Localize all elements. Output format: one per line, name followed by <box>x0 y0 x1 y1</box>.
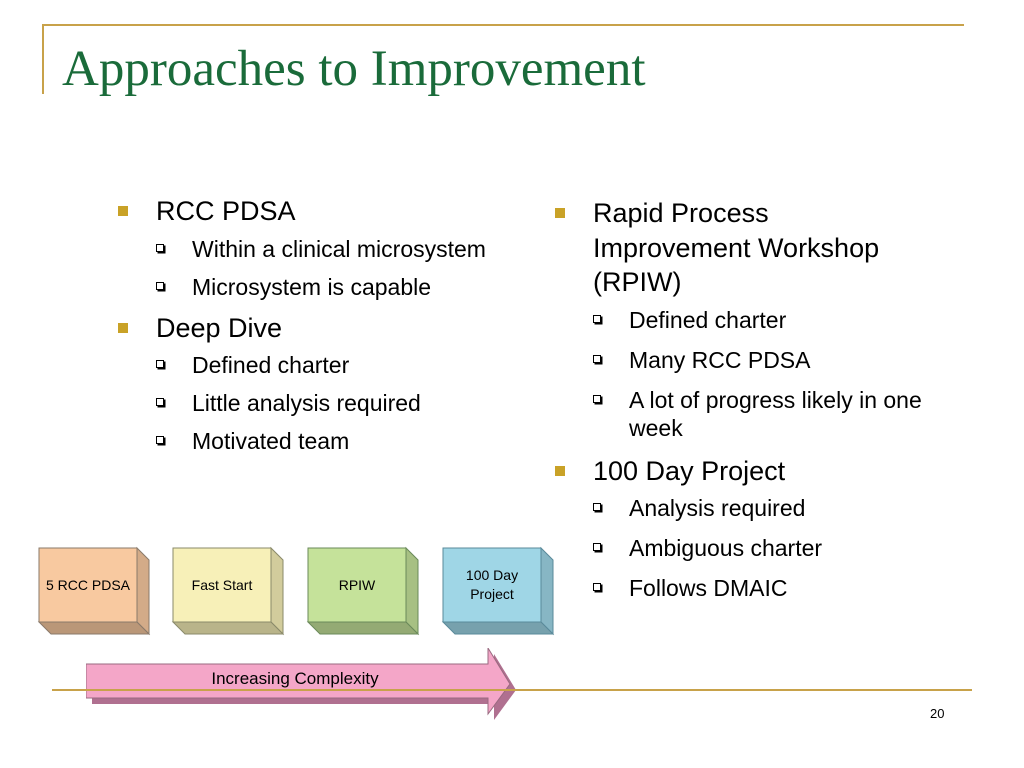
sub-bullet-item: Defined charter <box>555 306 955 334</box>
sub-bullet-item: A lot of progress likely in one week <box>555 386 949 442</box>
sub-bullet-label: Ambiguous charter <box>629 535 823 562</box>
sub-bullet-item: Microsystem is capable <box>118 273 518 301</box>
hollow-square-bullet-icon <box>156 243 164 252</box>
slide-title: Approaches to Improvement <box>62 41 646 97</box>
sub-bullet-label: Little analysis required <box>192 390 421 417</box>
bullet-item: Deep Dive <box>118 311 518 346</box>
hollow-square-bullet-icon <box>156 398 164 407</box>
approach-box-label: RPIW <box>338 576 376 593</box>
hollow-square-bullet-icon <box>593 543 601 552</box>
hollow-square-bullet-icon <box>593 354 601 363</box>
hollow-square-bullet-icon <box>156 281 164 290</box>
sub-bullet-label: Defined charter <box>629 306 787 333</box>
sub-bullet-item: Analysis required <box>555 494 955 522</box>
sub-bullet-label: Microsystem is capable <box>192 273 432 300</box>
sub-bullet-item: Motivated team <box>118 427 518 455</box>
sub-bullet-label: Within a clinical microsystem <box>192 235 486 262</box>
square-bullet-icon <box>118 322 128 333</box>
bullet-item: Rapid Process Improvement Workshop (RPIW… <box>555 196 883 300</box>
bullet-label: RCC PDSA <box>156 196 296 226</box>
left-bullet-column: RCC PDSA Within a clinical microsystem M… <box>118 194 518 455</box>
sub-bullet-item: Many RCC PDSA <box>555 346 955 374</box>
square-bullet-icon <box>118 206 128 216</box>
approach-box-100-day-project: 100 Day Project <box>441 546 555 636</box>
square-bullet-icon <box>555 465 565 476</box>
sub-bullet-item: Follows DMAIC <box>555 574 955 602</box>
bullet-label: Rapid Process Improvement Workshop (RPIW… <box>593 198 880 298</box>
page-number: 20 <box>930 706 945 721</box>
bullet-label: Deep Dive <box>156 312 283 343</box>
approach-box-label: 100 Day Project <box>465 567 519 602</box>
hollow-square-bullet-icon <box>593 583 601 592</box>
sub-bullet-item: Defined charter <box>118 351 518 379</box>
title-frame-left-rule <box>42 24 44 94</box>
sub-bullet-label: Defined charter <box>192 352 350 379</box>
sub-bullet-item: Within a clinical microsystem <box>118 235 518 263</box>
hollow-square-bullet-icon <box>156 360 164 369</box>
square-bullet-icon <box>555 208 565 218</box>
bullet-item: 100 Day Project <box>555 454 955 489</box>
footer-rule <box>52 689 972 691</box>
bullet-item: RCC PDSA <box>118 194 518 229</box>
sub-bullet-label: A lot of progress likely in one week <box>629 386 922 441</box>
hollow-square-bullet-icon <box>593 503 601 512</box>
approach-box-fast-start: Fast Start <box>171 546 285 636</box>
increasing-complexity-arrow-icon <box>86 648 516 720</box>
approach-box-5-rcc-pdsa: 5 RCC PDSA <box>37 546 151 636</box>
approach-box-label: 5 RCC PDSA <box>45 576 131 593</box>
sub-bullet-item: Little analysis required <box>118 389 518 417</box>
sub-bullet-label: Analysis required <box>629 495 806 522</box>
hollow-square-bullet-icon <box>593 314 601 323</box>
arrow-label: Increasing Complexity <box>211 669 379 688</box>
approach-box-rpiw: RPIW <box>306 546 420 636</box>
sub-bullet-item: Ambiguous charter <box>555 534 955 562</box>
sub-bullet-label: Motivated team <box>192 428 350 455</box>
hollow-square-bullet-icon <box>156 436 164 445</box>
bullet-label: 100 Day Project <box>593 455 786 486</box>
right-bullet-column: Rapid Process Improvement Workshop (RPIW… <box>555 196 955 603</box>
hollow-square-bullet-icon <box>593 394 601 403</box>
sub-bullet-label: Follows DMAIC <box>629 575 788 602</box>
sub-bullet-label: Many RCC PDSA <box>629 346 811 373</box>
approach-box-label: Fast Start <box>191 576 253 593</box>
title-frame-top-rule <box>42 24 964 26</box>
